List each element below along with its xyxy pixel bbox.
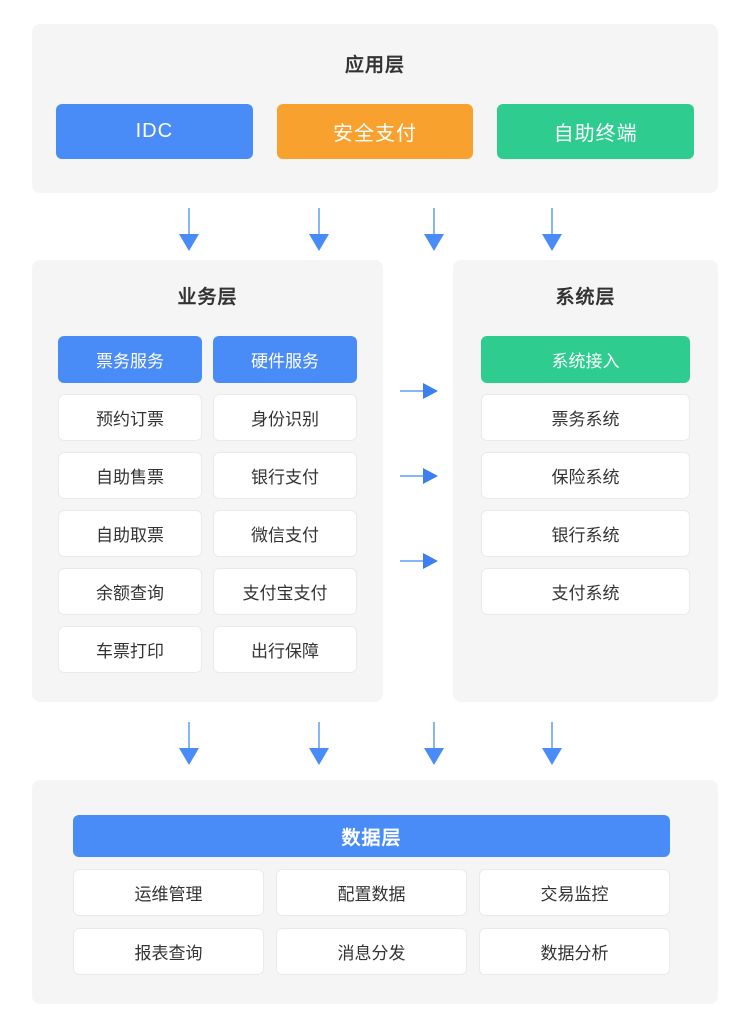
data-layer-grid: 运维管理 配置数据 交易监控 报表查询 消息分发 数据分析 <box>73 869 670 975</box>
arrow-head <box>179 234 199 251</box>
business-layer-grid: 票务服务 硬件服务 预约订票 身份识别 自助售票 银行支付 自助取票 微信支付 … <box>58 336 357 673</box>
system-cell-ticket-system[interactable]: 票务系统 <box>481 394 690 441</box>
arrow-down-app-to-business-1 <box>177 208 201 252</box>
arrow-down-app-to-system-1 <box>422 208 446 252</box>
arrow-head <box>423 553 438 569</box>
data-cell-transaction-monitor[interactable]: 交易监控 <box>479 869 670 916</box>
system-cell-system-access[interactable]: 系统接入 <box>481 336 690 383</box>
data-cell-data-analysis[interactable]: 数据分析 <box>479 928 670 975</box>
business-cell-self-ticket-sale[interactable]: 自助售票 <box>58 452 202 499</box>
business-layer-panel: 业务层 票务服务 硬件服务 预约订票 身份识别 自助售票 银行支付 自助取票 微… <box>32 260 383 702</box>
arrow-head <box>542 748 562 765</box>
business-cell-wechat-payment[interactable]: 微信支付 <box>213 510 357 557</box>
app-chip-self-service-terminal[interactable]: 自助终端 <box>497 104 695 159</box>
arrow-stem <box>318 722 320 752</box>
business-cell-ticket-print[interactable]: 车票打印 <box>58 626 202 673</box>
business-cell-hardware-service[interactable]: 硬件服务 <box>213 336 357 383</box>
arrow-stem <box>433 208 435 238</box>
arrow-stem <box>551 208 553 238</box>
arrow-right-business-to-system-3 <box>400 552 440 570</box>
application-layer-chip-row: IDC 安全支付 自助终端 <box>56 104 695 159</box>
business-cell-reserve-ticket[interactable]: 预约订票 <box>58 394 202 441</box>
arrow-right-business-to-system-1 <box>400 382 440 400</box>
business-cell-alipay-payment[interactable]: 支付宝支付 <box>213 568 357 615</box>
business-cell-ticket-service[interactable]: 票务服务 <box>58 336 202 383</box>
system-cell-bank-system[interactable]: 银行系统 <box>481 510 690 557</box>
arrow-stem <box>188 208 190 238</box>
data-cell-message-dispatch[interactable]: 消息分发 <box>276 928 467 975</box>
arrow-head <box>424 748 444 765</box>
arrow-head <box>424 234 444 251</box>
system-layer-title: 系统层 <box>555 287 616 308</box>
system-layer-panel: 系统层 系统接入 票务系统 保险系统 银行系统 支付系统 <box>453 260 718 702</box>
application-layer-title: 应用层 <box>344 55 405 76</box>
business-cell-travel-guarantee[interactable]: 出行保障 <box>213 626 357 673</box>
arrow-stem <box>433 722 435 752</box>
arrow-head <box>309 748 329 765</box>
arrow-head <box>423 468 438 484</box>
business-layer-title: 业务层 <box>177 287 238 308</box>
business-cell-identity-recognition[interactable]: 身份识别 <box>213 394 357 441</box>
business-cell-self-ticket-pickup[interactable]: 自助取票 <box>58 510 202 557</box>
arrow-down-system-to-data-2 <box>540 722 564 766</box>
data-cell-ops-management[interactable]: 运维管理 <box>73 869 264 916</box>
arrow-head <box>309 234 329 251</box>
arrow-stem <box>551 722 553 752</box>
arrow-stem <box>188 722 190 752</box>
data-layer-title-banner: 数据层 <box>73 815 670 857</box>
app-chip-secure-payment[interactable]: 安全支付 <box>276 104 474 159</box>
business-cell-bank-payment[interactable]: 银行支付 <box>213 452 357 499</box>
arrow-stem <box>400 390 427 392</box>
arrow-stem <box>318 208 320 238</box>
system-layer-grid: 系统接入 票务系统 保险系统 银行系统 支付系统 <box>481 336 690 615</box>
app-chip-idc[interactable]: IDC <box>56 104 253 159</box>
system-cell-payment-system[interactable]: 支付系统 <box>481 568 690 615</box>
data-cell-config-data[interactable]: 配置数据 <box>276 869 467 916</box>
business-cell-balance-inquiry[interactable]: 余额查询 <box>58 568 202 615</box>
arrow-head <box>423 383 438 399</box>
data-layer-panel: 数据层 运维管理 配置数据 交易监控 报表查询 消息分发 数据分析 <box>32 780 718 1004</box>
arrow-down-app-to-system-2 <box>540 208 564 252</box>
arrow-down-app-to-business-2 <box>307 208 331 252</box>
arrow-down-system-to-data-1 <box>422 722 446 766</box>
arrow-stem <box>400 475 427 477</box>
data-cell-report-query[interactable]: 报表查询 <box>73 928 264 975</box>
arrow-down-business-to-data-2 <box>307 722 331 766</box>
arrow-down-business-to-data-1 <box>177 722 201 766</box>
arrow-stem <box>400 560 427 562</box>
application-layer-panel: 应用层 IDC 安全支付 自助终端 <box>32 24 718 193</box>
arrow-head <box>179 748 199 765</box>
arrow-right-business-to-system-2 <box>400 467 440 485</box>
system-cell-insurance-system[interactable]: 保险系统 <box>481 452 690 499</box>
arrow-head <box>542 234 562 251</box>
